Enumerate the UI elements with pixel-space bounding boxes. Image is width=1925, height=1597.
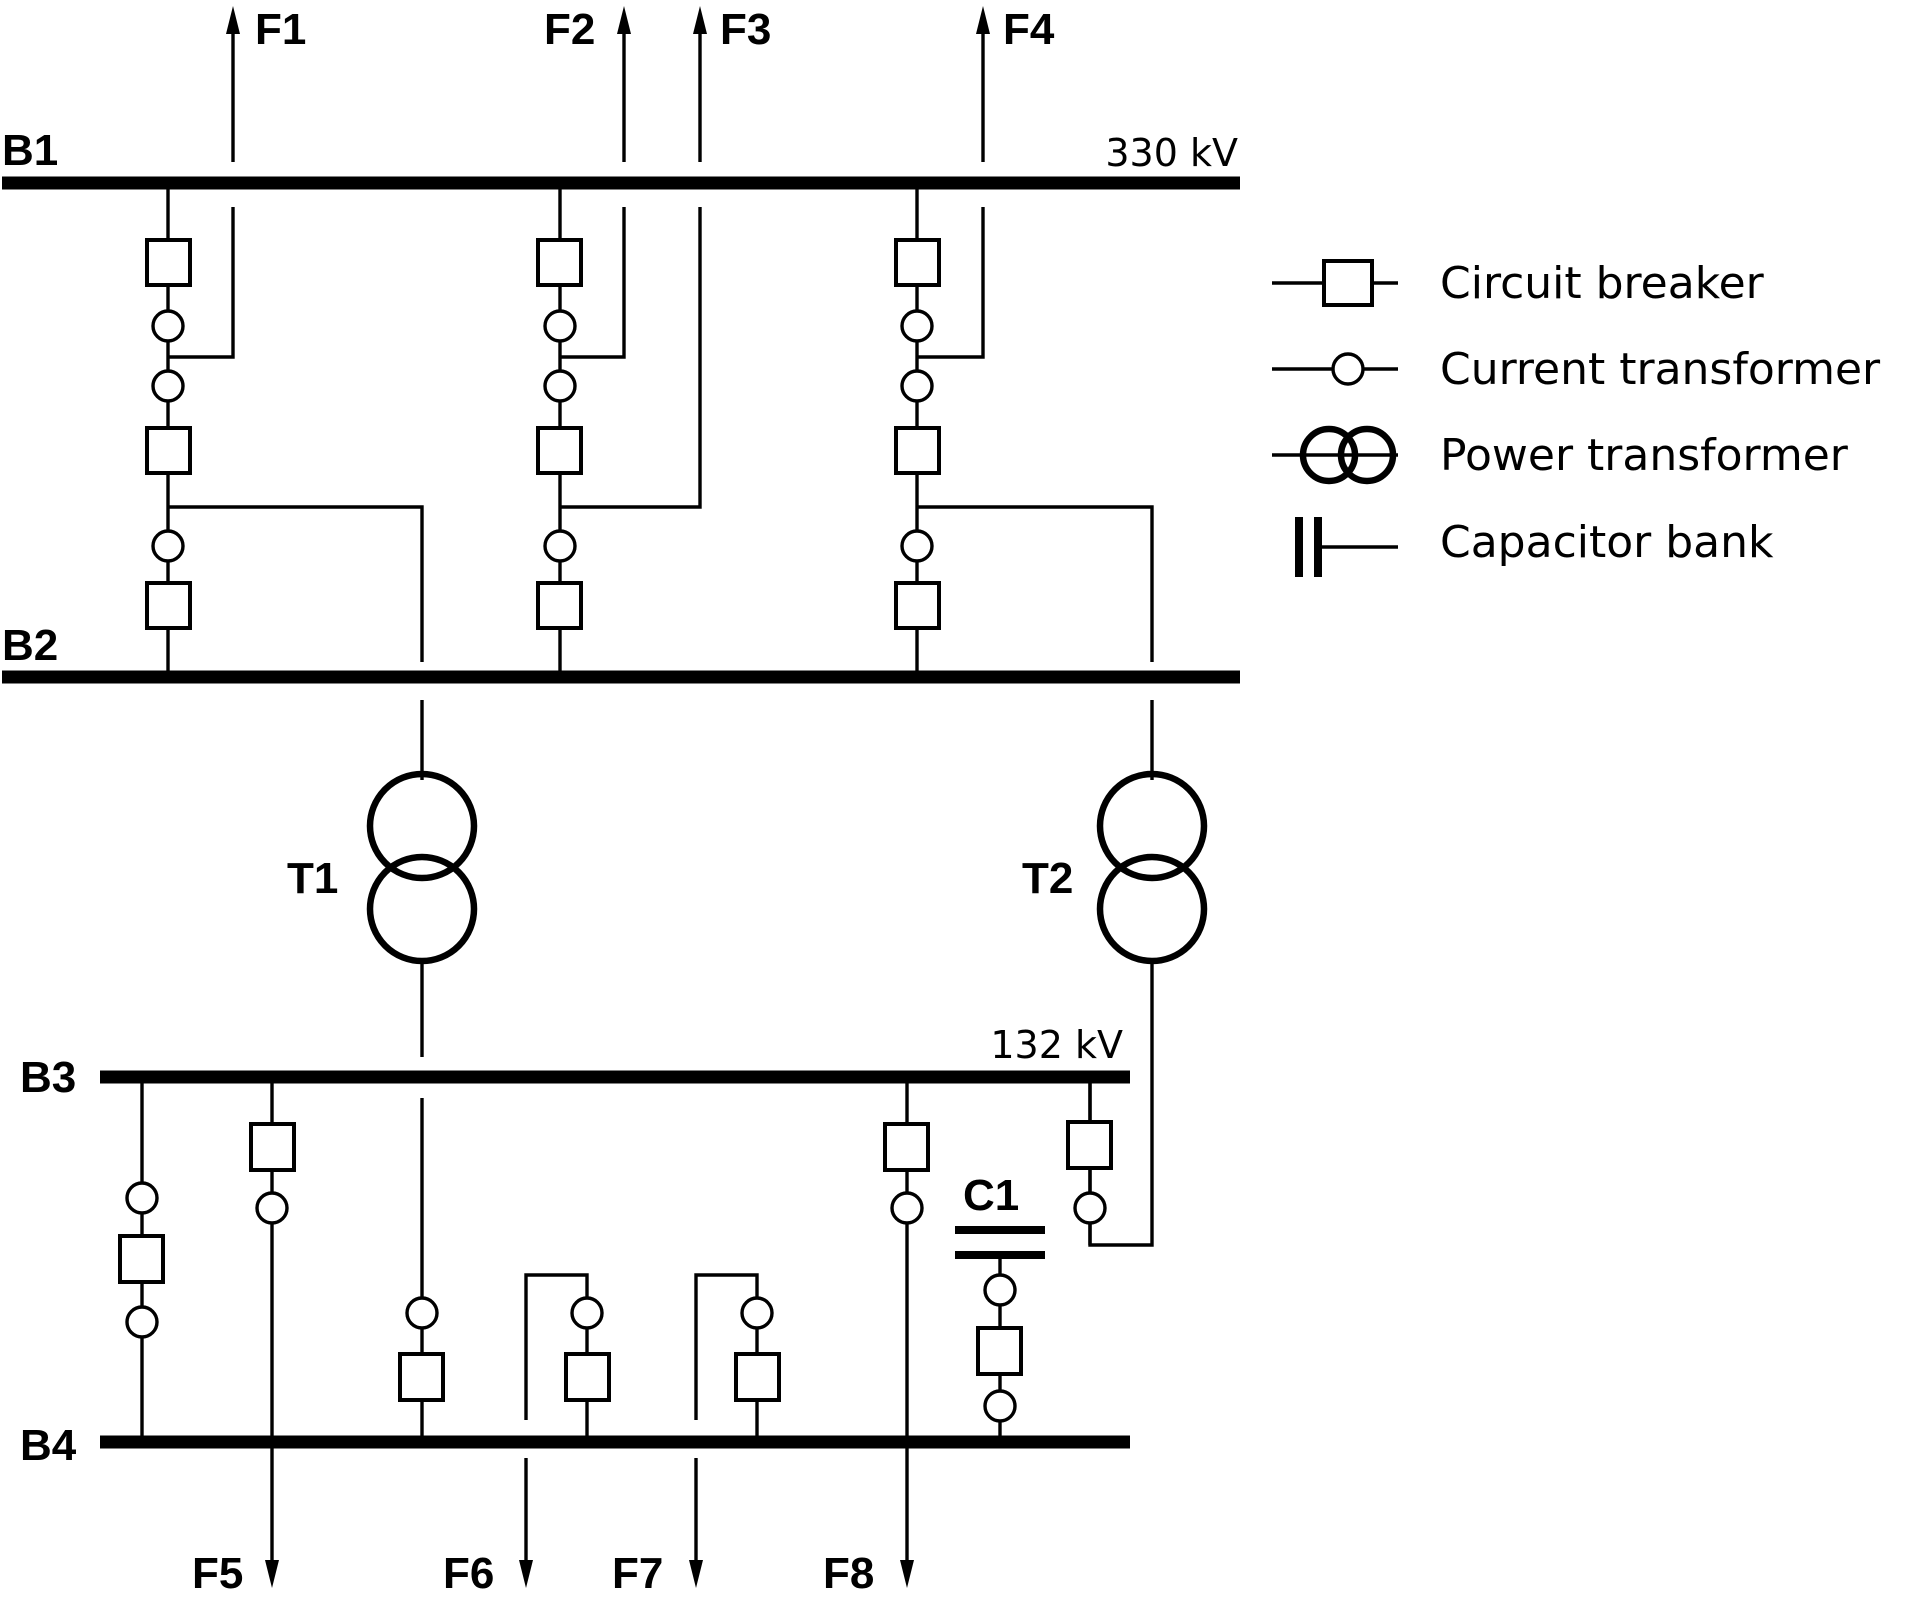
feeder-f1-tap bbox=[168, 207, 235, 359]
circuit-breaker[interactable] bbox=[976, 1326, 1023, 1376]
feeder-f8-arrow bbox=[900, 1560, 914, 1588]
transformer-t2-lv-bay bbox=[1066, 1077, 1113, 1245]
current-transformer bbox=[570, 1296, 604, 1330]
legend-item-circuit-breaker: Circuit breaker bbox=[1272, 258, 1765, 309]
circuit-breaker[interactable] bbox=[536, 426, 583, 475]
circuit-breaker-icon bbox=[1322, 259, 1374, 307]
feeder-f6-arrow bbox=[519, 1560, 533, 1588]
current-transformer bbox=[900, 369, 934, 403]
feeder-label-f7: F7 bbox=[612, 1549, 663, 1597]
transformer-t1-winding-hv bbox=[366, 770, 478, 882]
legend-label: Capacitor bank bbox=[1440, 517, 1774, 568]
current-transformer-icon bbox=[1331, 352, 1365, 386]
legend-label: Current transformer bbox=[1440, 344, 1881, 395]
bay-1-breaker-and-a-half bbox=[145, 183, 424, 675]
circuit-breaker[interactable] bbox=[564, 1352, 611, 1402]
current-transformer bbox=[151, 369, 185, 403]
voltage-label-330kv: 330 kV bbox=[1105, 131, 1238, 175]
bus-label-b4: B4 bbox=[20, 1421, 77, 1470]
current-transformer bbox=[900, 309, 934, 343]
circuit-breaker[interactable] bbox=[894, 581, 941, 630]
legend: Circuit breaker Current transformer Powe… bbox=[1272, 258, 1881, 577]
transformer-t1 bbox=[366, 700, 478, 1057]
feeder-f7-arrow bbox=[689, 1560, 703, 1588]
circuit-breaker[interactable] bbox=[734, 1352, 781, 1402]
circuit-breaker[interactable] bbox=[536, 238, 583, 287]
power-transformer-icon-winding-1 bbox=[1299, 425, 1359, 485]
bay-2-breaker-and-a-half bbox=[536, 183, 702, 675]
circuit-breaker[interactable] bbox=[894, 238, 941, 287]
circuit-breaker[interactable] bbox=[1066, 1120, 1113, 1170]
capacitor-bank-c1 bbox=[955, 1226, 1045, 1440]
current-transformer bbox=[543, 529, 577, 563]
current-transformer bbox=[983, 1273, 1017, 1307]
voltage-label-132kv: 132 kV bbox=[990, 1023, 1123, 1067]
current-transformer bbox=[890, 1191, 924, 1225]
feeder-f1-arrow bbox=[226, 6, 240, 34]
feeder-f5-arrow bbox=[265, 1560, 279, 1588]
legend-label: Circuit breaker bbox=[1440, 258, 1765, 309]
current-transformer bbox=[740, 1296, 774, 1330]
current-transformer bbox=[543, 309, 577, 343]
feeder-f3-tap bbox=[560, 207, 702, 509]
transformer-t1-lv-bay bbox=[398, 1098, 445, 1440]
feeder-label-f8: F8 bbox=[823, 1549, 874, 1597]
legend-item-power-transformer: Power transformer bbox=[1272, 425, 1849, 485]
current-transformer bbox=[151, 309, 185, 343]
legend-item-capacitor-bank: Capacitor bank bbox=[1295, 517, 1774, 577]
current-transformer bbox=[983, 1389, 1017, 1423]
circuit-breaker[interactable] bbox=[249, 1122, 296, 1172]
current-transformer bbox=[151, 529, 185, 563]
current-transformer bbox=[125, 1181, 159, 1215]
bus-label-b2: B2 bbox=[2, 621, 58, 670]
feeder-label-f2: F2 bbox=[544, 5, 595, 54]
transformer-t2-winding-lv bbox=[1096, 853, 1208, 965]
circuit-breaker[interactable] bbox=[536, 581, 583, 630]
bus-coupler-b3-b4 bbox=[118, 1077, 165, 1440]
feeder-label-f3: F3 bbox=[720, 5, 771, 54]
transformer-t2-hv-tap bbox=[917, 505, 1154, 662]
current-transformer bbox=[900, 529, 934, 563]
feeder-f3-arrow bbox=[693, 6, 707, 34]
current-transformer bbox=[1073, 1191, 1107, 1225]
bus-label-b3: B3 bbox=[20, 1053, 76, 1102]
current-transformer bbox=[543, 369, 577, 403]
hv-feeder-lines bbox=[226, 6, 990, 162]
circuit-breaker[interactable] bbox=[145, 581, 192, 630]
feeder-f6-bay bbox=[519, 1273, 611, 1588]
feeder-label-f5: F5 bbox=[192, 1549, 243, 1597]
transformer-label-t2: T2 bbox=[1022, 854, 1073, 903]
legend-item-current-transformer: Current transformer bbox=[1272, 344, 1881, 395]
transformer-label-t1: T1 bbox=[287, 854, 338, 903]
feeder-label-f4: F4 bbox=[1003, 5, 1055, 54]
transformer-t1-winding-lv bbox=[366, 853, 478, 965]
feeder-label-f1: F1 bbox=[255, 5, 306, 54]
bus-label-b1: B1 bbox=[2, 126, 58, 175]
transformer-t1-hv-tap bbox=[168, 505, 424, 662]
circuit-breaker[interactable] bbox=[894, 426, 941, 475]
legend-label: Power transformer bbox=[1440, 430, 1849, 481]
circuit-breaker[interactable] bbox=[145, 426, 192, 475]
circuit-breaker[interactable] bbox=[145, 238, 192, 287]
feeder-f2-tap bbox=[560, 207, 626, 359]
feeder-f4-arrow bbox=[976, 6, 990, 34]
transformer-t2-winding-hv bbox=[1096, 770, 1208, 882]
capacitor-label-c1: C1 bbox=[963, 1171, 1019, 1220]
feeder-f2-arrow bbox=[617, 6, 631, 34]
current-transformer bbox=[255, 1191, 289, 1225]
circuit-breaker[interactable] bbox=[883, 1122, 930, 1172]
feeder-f8-bay bbox=[883, 1077, 930, 1588]
power-transformer-icon-winding-2 bbox=[1337, 425, 1397, 485]
current-transformer bbox=[125, 1305, 159, 1339]
circuit-breaker[interactable] bbox=[118, 1234, 165, 1284]
feeder-f7-bay bbox=[689, 1273, 781, 1588]
current-transformer bbox=[405, 1296, 439, 1330]
feeder-f5-bay bbox=[249, 1077, 296, 1588]
bay-3-breaker-and-a-half bbox=[894, 183, 1154, 675]
feeder-label-f6: F6 bbox=[443, 1549, 494, 1597]
feeder-f4-tap bbox=[917, 207, 985, 359]
circuit-breaker[interactable] bbox=[398, 1352, 445, 1402]
